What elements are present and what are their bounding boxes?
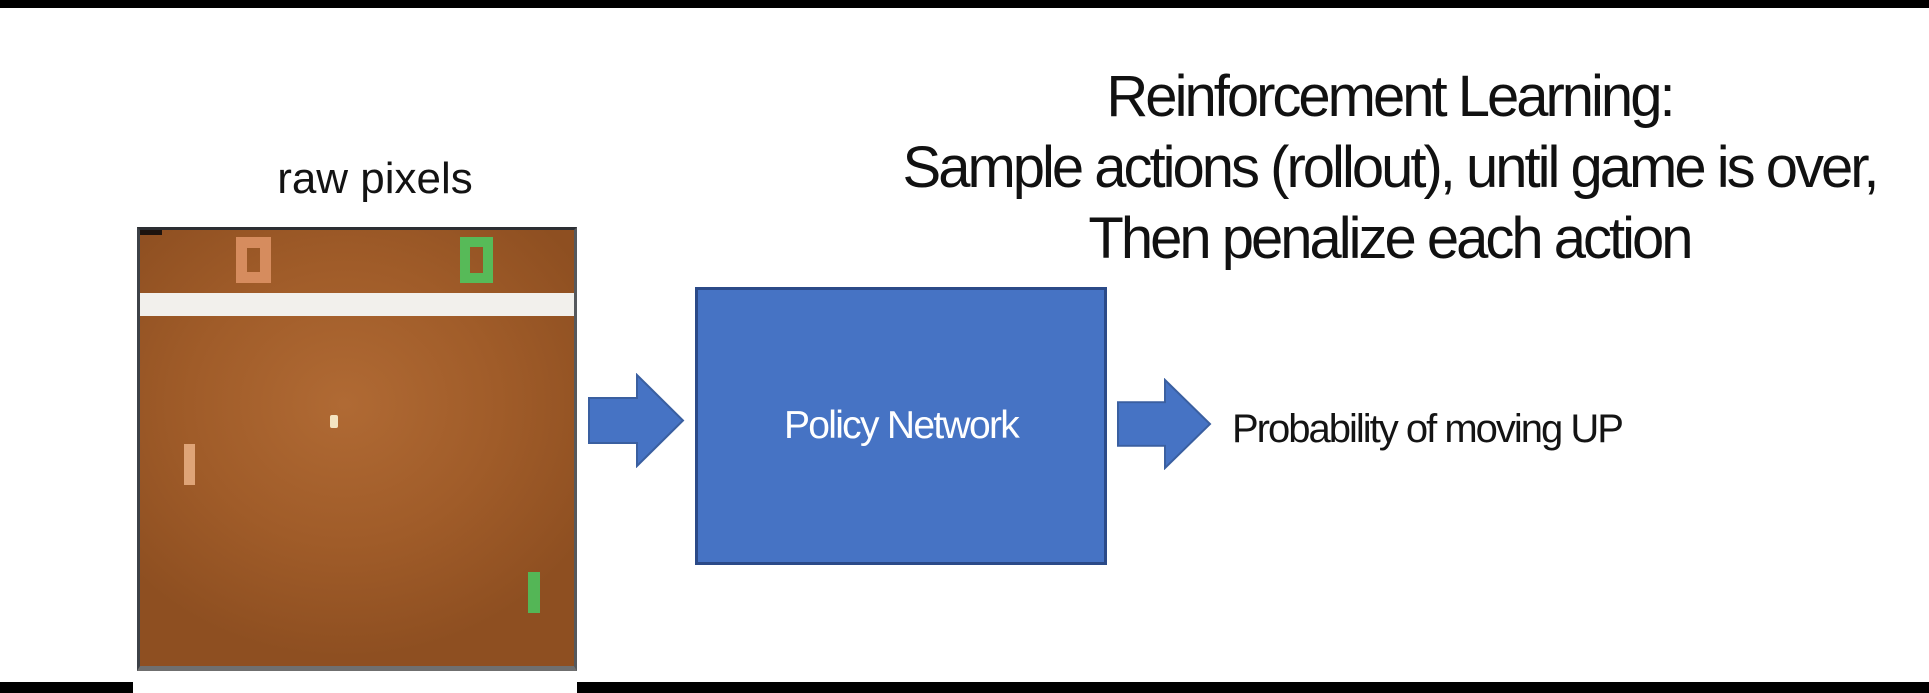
title-line-1: Reinforcement Learning: <box>1106 64 1675 129</box>
title-line-2: Sample actions (rollout), until game is … <box>902 135 1880 200</box>
policy-network-box: Policy Network <box>695 287 1107 565</box>
policy-network-label: Policy Network <box>783 404 1020 447</box>
score-left-digit <box>236 237 271 283</box>
input-right-arrow-icon <box>588 373 685 468</box>
right-paddle <box>528 572 540 613</box>
bottom-black-bar-left <box>0 682 133 693</box>
score-right-digit <box>460 237 493 283</box>
left-paddle <box>184 444 195 485</box>
output-probability-label: Probability of moving UP <box>1232 407 1624 451</box>
pong-game-screenshot <box>137 227 577 671</box>
screen-corner-notch <box>140 230 162 235</box>
top-wall <box>140 293 574 316</box>
output-right-arrow-icon <box>1117 378 1212 470</box>
bottom-black-bar-right <box>577 682 1929 693</box>
slide-title: Reinforcement Learning: Sample actions (… <box>850 61 1929 274</box>
raw-pixels-caption: raw pixels <box>277 154 473 203</box>
ball <box>330 415 338 428</box>
title-line-3: Then penalize each action <box>1088 206 1693 271</box>
top-black-bar <box>0 0 1929 8</box>
